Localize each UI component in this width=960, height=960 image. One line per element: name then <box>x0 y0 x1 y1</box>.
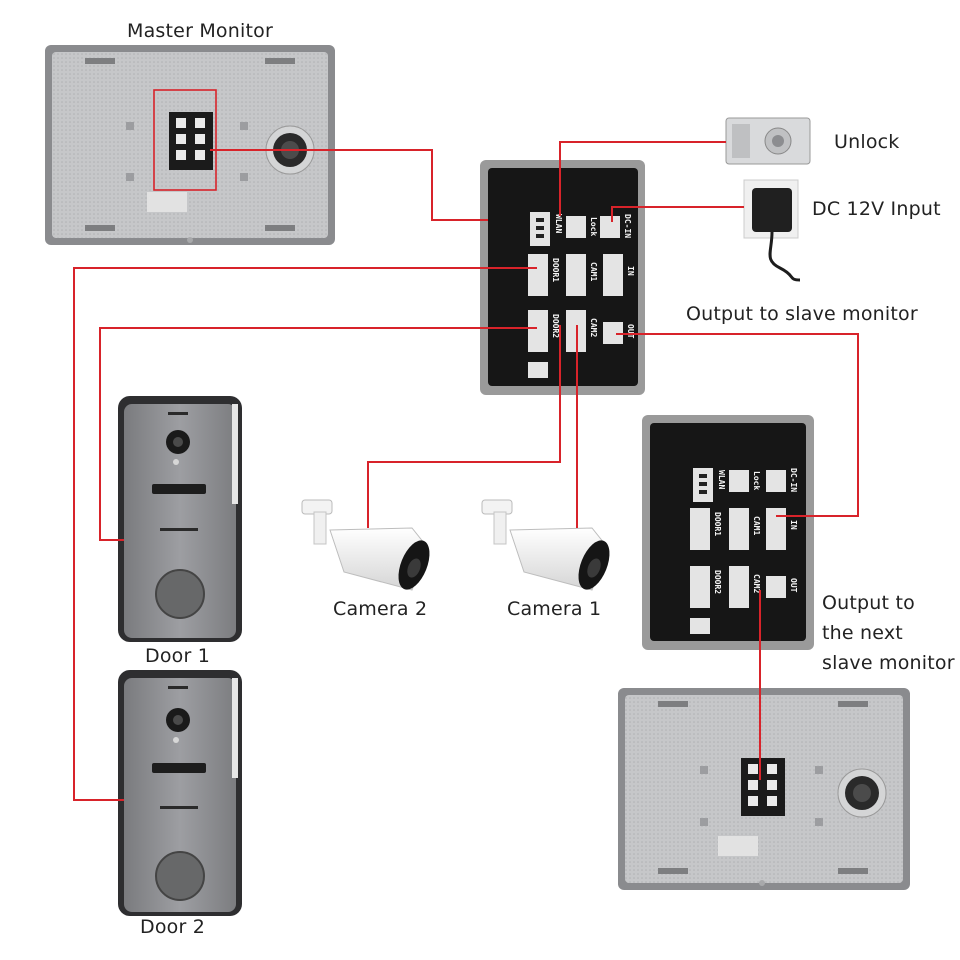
wires <box>73 141 859 801</box>
terminal-panel-slave: WLAN Lock DC-IN DOOR1 CAM1 IN DOOR2 CAM2… <box>642 415 814 650</box>
terminal-label-out: OUT <box>626 324 635 339</box>
label-unlock: Unlock <box>834 131 900 153</box>
terminal-label-door2-slave: DOOR2 <box>713 570 722 594</box>
camera-1 <box>481 499 610 591</box>
master-monitor <box>45 45 335 245</box>
wire-master-to-panel <box>210 149 488 221</box>
power-adapter <box>743 179 801 282</box>
label-output-slave: Output to slave monitor <box>686 303 918 325</box>
wire-dc-input <box>611 206 744 222</box>
label-output-next-line3: slave monitor <box>822 652 955 674</box>
wire-door2 <box>99 327 537 541</box>
terminal-panel-main: WLAN Lock DC-IN DOOR1 CAM1 IN DOOR2 CAM2… <box>480 160 645 395</box>
electric-lock <box>725 117 811 165</box>
terminal-label-dc-in-slave: DC-IN <box>789 468 798 492</box>
terminal-label-cam1-slave: CAM1 <box>752 516 761 535</box>
wire-door1 <box>73 267 537 801</box>
label-master-monitor: Master Monitor <box>127 20 273 42</box>
label-dc-input: DC 12V Input <box>812 198 941 220</box>
label-output-next-line2: the next <box>822 622 903 644</box>
wire-camera2 <box>367 325 561 528</box>
door-station-1 <box>118 396 242 642</box>
terminal-label-door2: DOOR2 <box>551 314 560 338</box>
terminal-label-cam1: CAM1 <box>589 262 598 281</box>
label-output-next: Output to the next slave monitor <box>822 588 955 678</box>
camera-2 <box>301 499 430 591</box>
label-door-1: Door 1 <box>145 645 211 667</box>
terminal-label-door1-slave: DOOR1 <box>713 512 722 536</box>
terminal-label-door1: DOOR1 <box>551 258 560 282</box>
label-camera-2: Camera 2 <box>333 598 428 620</box>
terminal-label-cam2-slave: CAM2 <box>752 574 761 593</box>
label-output-next-line1: Output to <box>822 592 915 614</box>
wire-lock <box>559 141 726 216</box>
terminal-label-lock-slave: Lock <box>752 471 761 490</box>
label-camera-1: Camera 1 <box>507 598 602 620</box>
slave-monitor <box>618 688 910 890</box>
label-door-2: Door 2 <box>140 916 206 938</box>
terminal-label-in: IN <box>626 266 635 276</box>
terminal-label-cam2: CAM2 <box>589 318 598 337</box>
terminal-label-wlan: WLAN <box>554 214 563 233</box>
terminal-label-dc-in: DC-IN <box>623 214 632 238</box>
terminal-label-wlan-slave: WLAN <box>717 470 726 489</box>
wire-out-to-slave <box>616 333 859 517</box>
terminal-label-in-slave: IN <box>789 520 798 530</box>
terminal-label-out-slave: OUT <box>789 578 798 593</box>
door-station-2 <box>118 670 242 916</box>
terminal-label-lock: Lock <box>589 217 598 236</box>
